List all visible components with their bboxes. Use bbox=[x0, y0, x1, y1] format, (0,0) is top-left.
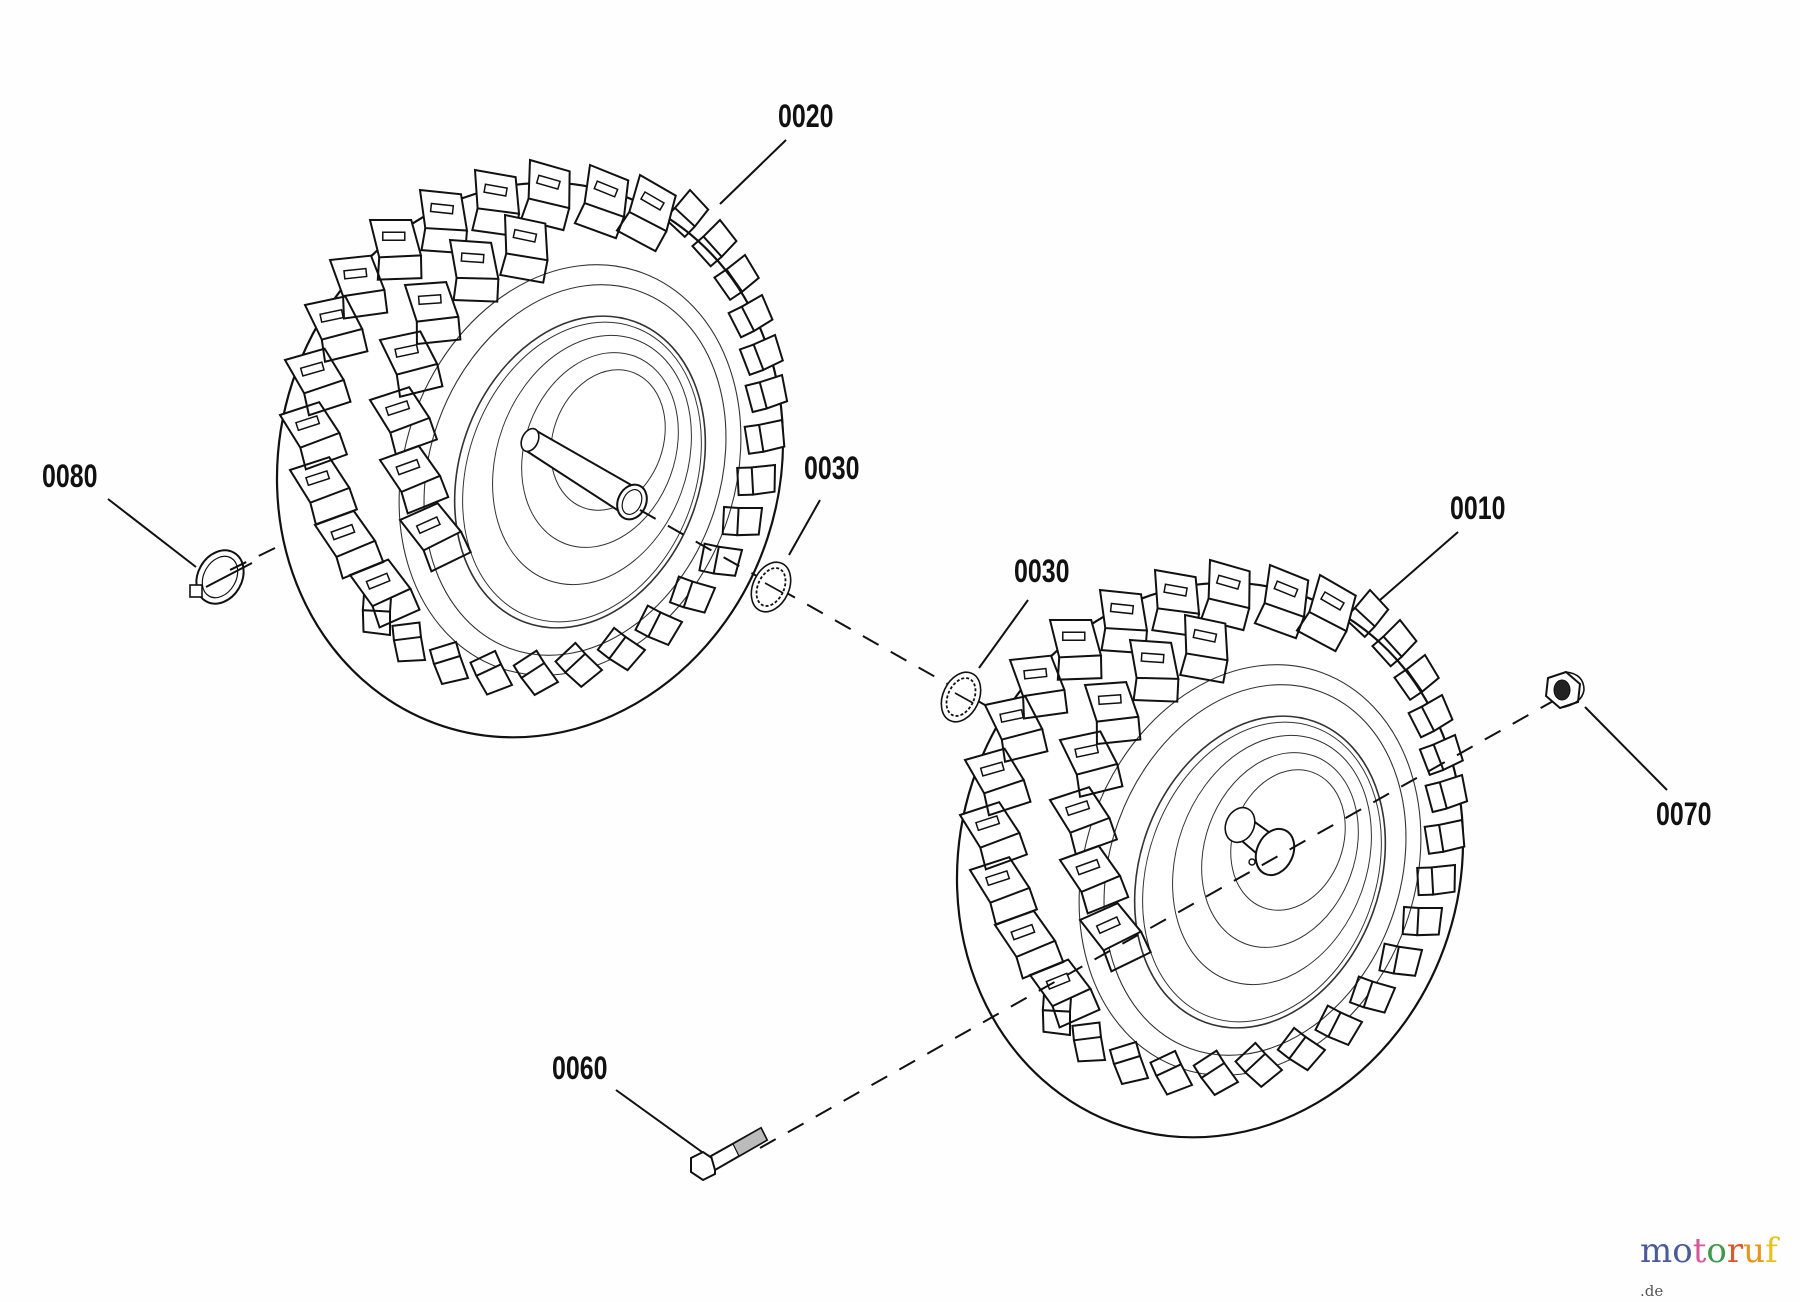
callout-0010[interactable]: 0010 bbox=[1450, 490, 1506, 526]
watermark-suffix: .de bbox=[1640, 1282, 1664, 1300]
hex-bolt[interactable] bbox=[690, 1126, 769, 1182]
left-wheel[interactable] bbox=[206, 116, 855, 803]
hairpin-clip[interactable] bbox=[187, 542, 253, 612]
callout-0080[interactable]: 0080 bbox=[42, 458, 98, 494]
leader-lines bbox=[107, 139, 1668, 1153]
callout-0060[interactable]: 0060 bbox=[552, 1050, 608, 1086]
axle-tube bbox=[520, 427, 648, 521]
watermark-letter: u bbox=[1743, 1231, 1766, 1271]
watermark-letter: m bbox=[1640, 1231, 1673, 1271]
right-wheel[interactable] bbox=[886, 516, 1535, 1203]
motoruf-watermark-logo: motoruf .de bbox=[1640, 1234, 1800, 1302]
watermark-letter: t bbox=[1692, 1231, 1707, 1271]
callout-0070[interactable]: 0070 bbox=[1656, 796, 1712, 832]
hex-nut[interactable] bbox=[1544, 670, 1585, 710]
washer-right[interactable] bbox=[934, 666, 989, 728]
watermark-letter: o bbox=[1706, 1231, 1727, 1271]
watermark-letter: f bbox=[1765, 1231, 1778, 1271]
callout-0030-right[interactable]: 0030 bbox=[1014, 553, 1070, 589]
watermark-letter: o bbox=[1672, 1231, 1693, 1271]
callout-0030-left[interactable]: 0030 bbox=[804, 450, 860, 486]
washer-left[interactable] bbox=[744, 556, 799, 618]
callout-0020[interactable]: 0020 bbox=[778, 98, 834, 134]
watermark-letter: r bbox=[1726, 1231, 1744, 1271]
